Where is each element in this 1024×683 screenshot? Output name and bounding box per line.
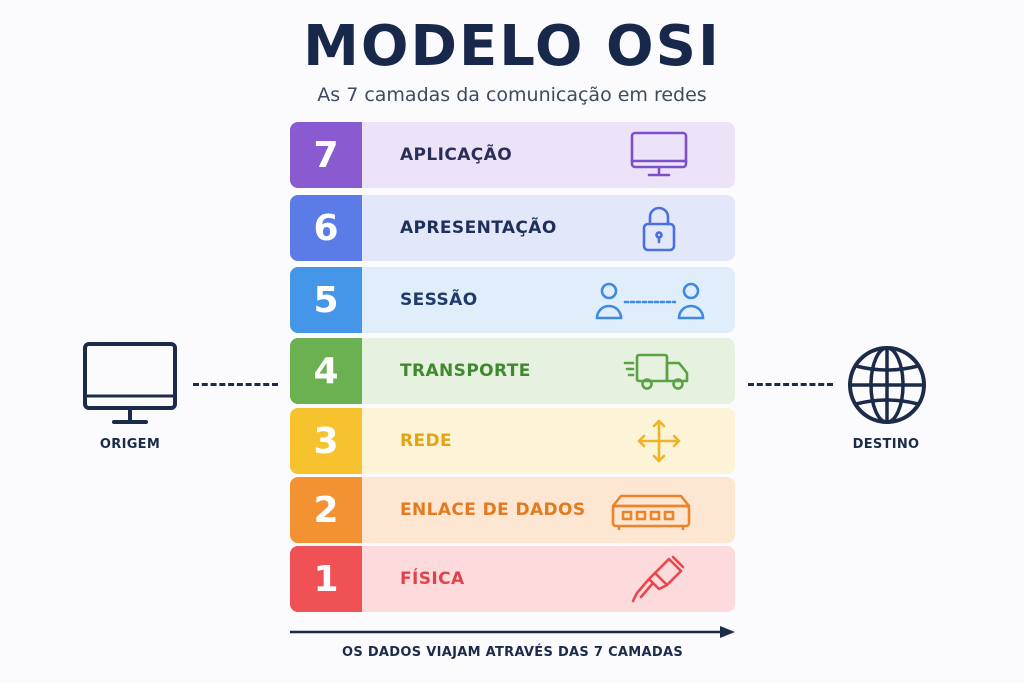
origin-connector <box>193 383 278 386</box>
layer-name: APRESENTAÇÃO <box>400 218 557 238</box>
layer-name: APLICAÇÃO <box>400 145 513 165</box>
move-arrows-icon <box>623 417 695 465</box>
layer-3-network: 3 REDE <box>290 408 735 474</box>
layer-number: 5 <box>290 267 362 333</box>
layer-7-application: 7 APLICAÇÃO <box>290 122 735 188</box>
layer-name: TRANSPORTE <box>400 361 531 381</box>
monitor-icon <box>623 131 695 179</box>
layer-5-session: 5 SESSÃO <box>290 267 735 333</box>
destination-connector <box>748 383 833 386</box>
layer-1-physical: 1 FÍSICA <box>290 546 735 612</box>
layer-name: ENLACE DE DADOS <box>400 500 586 520</box>
layer-number: 7 <box>290 122 362 188</box>
origin-label: ORIGEM <box>99 437 161 452</box>
destination-globe-icon <box>848 346 926 424</box>
layer-number: 4 <box>290 338 362 404</box>
layer-number: 3 <box>290 408 362 474</box>
layer-number: 2 <box>290 477 362 543</box>
destination-label: DESTINO <box>852 437 920 452</box>
origin-monitor-icon <box>83 342 177 424</box>
flow-caption: OS DADOS VIAJAM ATRAVÉS DAS 7 CAMADAS <box>341 645 683 660</box>
layer-6-presentation: 6 APRESENTAÇÃO <box>290 195 735 261</box>
page-subtitle: As 7 camadas da comunicação em redes <box>317 84 707 106</box>
page-title: MODELO OSI <box>303 14 721 79</box>
layer-4-transport: 4 TRANSPORTE <box>290 338 735 404</box>
layer-name: SESSÃO <box>400 290 478 310</box>
layer-2-data-link: 2 ENLACE DE DADOS <box>290 477 735 543</box>
truck-icon <box>623 347 695 395</box>
switch-icon <box>609 486 693 534</box>
users-connection-icon <box>595 276 705 324</box>
layer-number: 1 <box>290 546 362 612</box>
layer-name: REDE <box>400 431 453 451</box>
layer-name: FÍSICA <box>400 569 465 589</box>
layer-number: 6 <box>290 195 362 261</box>
cable-plug-icon <box>623 555 695 603</box>
lock-icon <box>623 204 695 252</box>
data-flow-arrow-icon <box>290 626 735 638</box>
